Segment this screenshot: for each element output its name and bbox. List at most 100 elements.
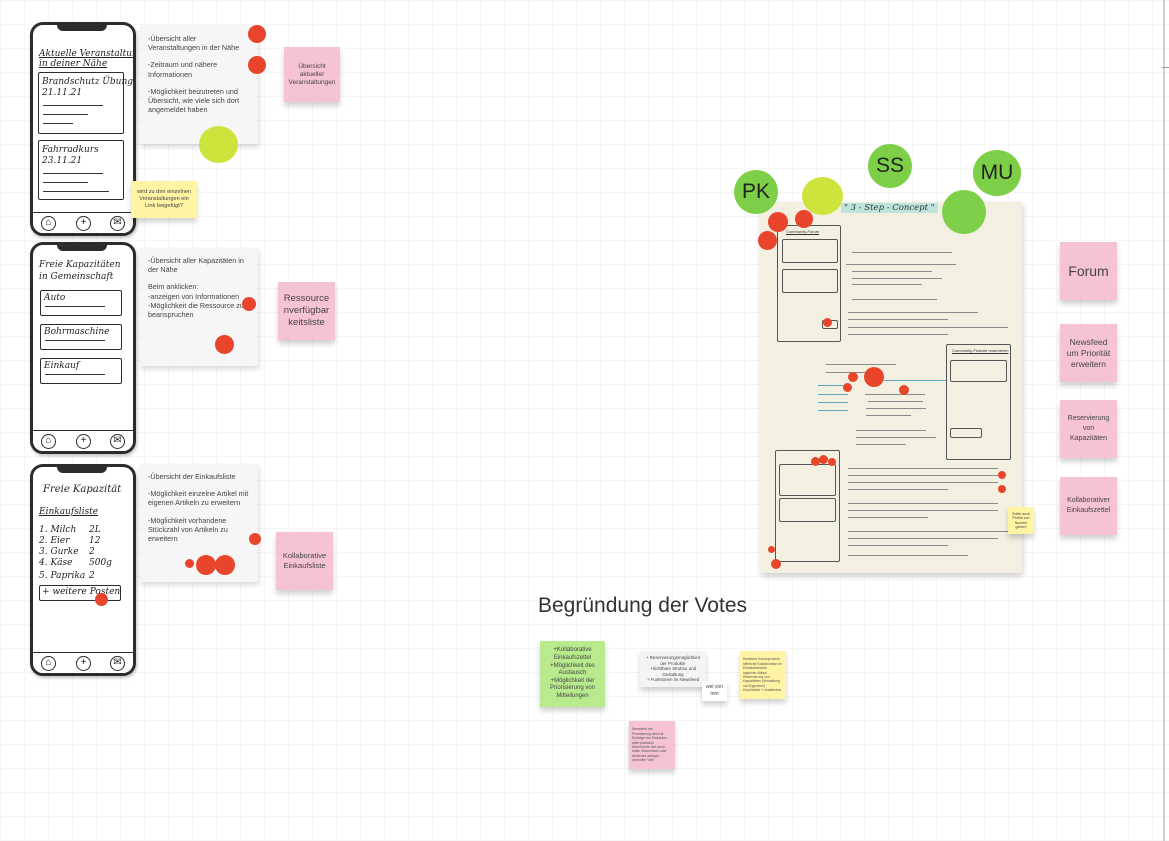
event-card[interactable]: Fahrradkurs 23.11.21 — [38, 140, 124, 200]
card-text: -Übersicht der Einkaufsliste — [148, 472, 236, 481]
sticky-text: Forum — [1068, 263, 1109, 279]
list-item-qty: 2L — [89, 525, 101, 535]
phone-subtitle: in deiner Nähe — [39, 59, 108, 69]
voter-initials: MU — [980, 161, 1014, 184]
add-icon[interactable]: + — [76, 434, 91, 449]
vote-dot[interactable] — [998, 471, 1006, 479]
phone-wireframe-events[interactable]: Aktuelle Veranstaltungen in deiner Nähe … — [30, 22, 136, 236]
vote-dot[interactable] — [249, 533, 261, 545]
sticky-text: Kollaborativer Einkaufszettel — [1066, 497, 1111, 514]
list-item-qty: 2 — [89, 571, 95, 581]
sketch-card — [950, 360, 1007, 382]
voter-avatar-ss[interactable]: SS — [868, 144, 912, 188]
vote-dot[interactable] — [95, 593, 108, 606]
vote-dot[interactable] — [899, 385, 909, 395]
sketch-screen — [946, 344, 1011, 460]
sticky-collab-note[interactable]: Kollaborativer Einkaufszettel — [1060, 477, 1117, 535]
phone-wireframe-capacities[interactable]: Freie Kapazitäten in Gemeinschaft Auto B… — [30, 242, 136, 454]
home-icon[interactable]: ⌂ — [41, 434, 56, 449]
list-item: 2. Eier — [39, 536, 70, 546]
sticky-collab-list[interactable]: Kollaborative Einkaufsliste — [276, 532, 333, 590]
sticky-forum[interactable]: Forum — [1060, 242, 1117, 300]
vote-dot[interactable] — [771, 559, 781, 569]
vote-dot[interactable] — [998, 485, 1006, 493]
sticky-question-link[interactable]: wird zu den einzelnen Veranstaltungen ei… — [131, 181, 197, 218]
phone-title: Aktuelle Veranstaltungen — [39, 49, 133, 59]
description-card-shoppinglist[interactable]: -Übersicht der Einkaufsliste -Möglichkei… — [140, 464, 258, 582]
concept-sketch[interactable]: " 3 - Step - Concept " Community-Forum C… — [760, 202, 1022, 573]
vote-dot[interactable] — [828, 458, 836, 466]
vote-dot[interactable] — [811, 457, 820, 466]
sticky-text: Newsfeed mit Priorisierung sinnvoll Eint… — [632, 727, 668, 763]
sticky-text: Ressourcenverfügbarkeitsliste — [283, 293, 330, 328]
vote-dot[interactable] — [196, 555, 216, 575]
vote-dot[interactable] — [215, 335, 234, 354]
vote-reason-white-small[interactable]: wel von mm — [702, 681, 727, 701]
list-item: 1. Milch — [39, 525, 77, 535]
sticky-resource-list[interactable]: Ressourcenverfügbarkeitsliste — [278, 282, 335, 340]
sketch-card — [782, 269, 838, 293]
vote-dot[interactable] — [795, 210, 813, 228]
card-text: -Zeitraum und nähere Informationen — [148, 60, 218, 79]
event-card[interactable]: Brandschutz Übung 21.11.21 — [38, 72, 133, 134]
sticky-text: Kreatives Konzept durch hilfreiche Kolla… — [743, 657, 782, 693]
description-card-capacities[interactable]: -Übersicht aller Kapazitäten in der Nähe… — [140, 248, 258, 366]
voter-avatar-mu[interactable]: MU — [973, 150, 1021, 196]
list-item: 3. Gurke — [39, 547, 79, 557]
sticky-overview-events[interactable]: Übersicht aktueller Veranstaltungen — [284, 47, 340, 102]
vote-reason-green[interactable]: +Kollaborative Einkaufszettel +Möglichke… — [540, 641, 605, 707]
vote-dot[interactable] — [819, 455, 828, 464]
vote-dot[interactable] — [242, 297, 256, 311]
vote-reason-yellow[interactable]: Kreatives Konzept durch hilfreiche Kolla… — [740, 651, 786, 699]
chat-icon[interactable]: ✉ — [110, 216, 125, 231]
vote-dot[interactable] — [248, 25, 266, 43]
sticky-reservation[interactable]: Reservierung von Kapazitäten — [1060, 400, 1117, 458]
vote-dot[interactable] — [848, 372, 858, 382]
sticky-text: +Kollaborative Einkaufszettel +Möglichke… — [549, 647, 596, 699]
add-item-button[interactable]: + weitere Posten — [39, 585, 121, 601]
add-item-label: + weitere Posten — [42, 587, 121, 597]
sticky-profile-note[interactable]: Sollte auch Profile von Nutzern geben! — [1008, 507, 1034, 534]
vote-dot[interactable] — [768, 546, 775, 553]
chat-icon[interactable]: ✉ — [110, 656, 125, 671]
sketch-title: " 3 - Step - Concept " — [841, 203, 938, 213]
vote-dot[interactable] — [843, 383, 852, 392]
phone-title: Freie Kapazität — [43, 484, 122, 495]
home-icon[interactable]: ⌂ — [41, 216, 56, 231]
chat-icon[interactable]: ✉ — [110, 434, 125, 449]
add-icon[interactable]: + — [76, 656, 91, 671]
capacity-item[interactable]: Einkauf — [40, 358, 122, 384]
vote-dot[interactable] — [185, 559, 194, 568]
phone-wireframe-shoppinglist[interactable]: Freie Kapazität Einkaufsliste 1. Milch 2… — [30, 464, 136, 676]
phone-notch — [57, 467, 107, 473]
sketch-card — [779, 464, 836, 496]
vote-dot[interactable] — [864, 367, 884, 387]
vote-dot[interactable] — [768, 212, 788, 232]
sticky-text: Reservierung von Kapazitäten — [1067, 415, 1110, 442]
sticky-newsfeed[interactable]: Newsfeed um Priorität erweitern — [1060, 324, 1117, 382]
vote-reason-white[interactable]: + Reservierungsmöglichkeit der Produkte … — [640, 651, 706, 687]
card-text: -Möglichkeit beizutreten und Übersicht, … — [148, 86, 240, 115]
add-icon[interactable]: + — [76, 216, 91, 231]
vote-dot[interactable] — [248, 56, 266, 74]
vote-dot-lime[interactable] — [199, 126, 238, 163]
capacity-item[interactable]: Bohrmaschine — [40, 324, 122, 350]
capacity-item[interactable]: Auto — [40, 290, 122, 316]
vote-dot[interactable] — [823, 318, 832, 327]
list-item: 5. Paprika — [39, 571, 86, 581]
vote-dot-lime[interactable] — [802, 177, 843, 215]
vote-dot[interactable] — [758, 231, 777, 250]
home-icon[interactable]: ⌂ — [41, 656, 56, 671]
vote-reason-pink[interactable]: Newsfeed mit Priorisierung sinnvoll Eint… — [629, 721, 675, 769]
voter-avatar-pk[interactable]: PK — [734, 170, 778, 214]
voter-vote-green[interactable] — [942, 190, 986, 234]
sketch-label-reserve: Community-Feature reservieren — [952, 348, 1009, 353]
vote-dot[interactable] — [215, 555, 235, 575]
description-card-events[interactable]: -Übersicht aller Veranstaltungen in der … — [140, 26, 258, 144]
sketch-button — [950, 428, 982, 438]
list-item-qty: 500g — [89, 558, 112, 568]
event-name: Brandschutz Übung — [42, 77, 134, 87]
capacity-name: Bohrmaschine — [44, 327, 110, 337]
phone-subtitle: in Gemeinschaft — [39, 272, 114, 282]
sticky-text: wel von mm — [706, 684, 723, 697]
